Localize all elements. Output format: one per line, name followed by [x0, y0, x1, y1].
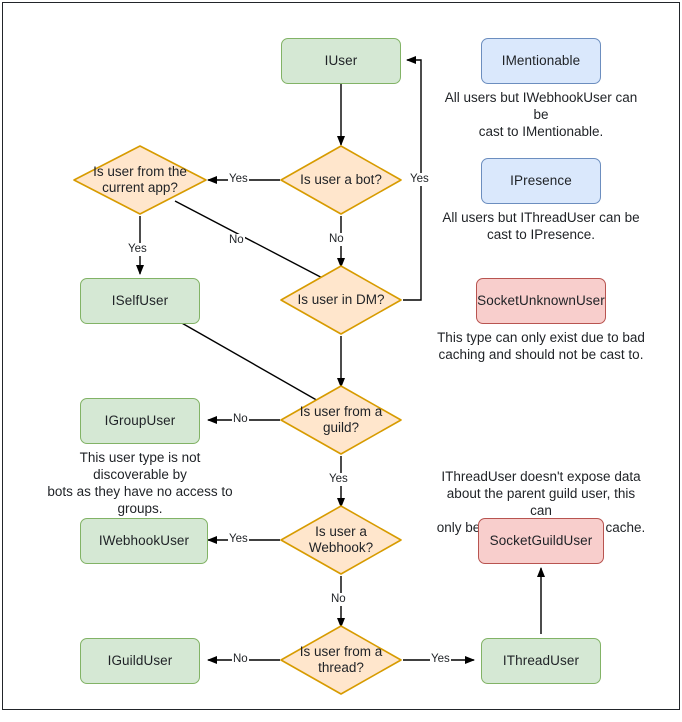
node-is-user-from-thread-label: Is user from a thread? [299, 644, 383, 675]
node-is-user-from-guild[interactable]: Is user from a guild? [279, 384, 403, 456]
node-iuser[interactable]: IUser [281, 38, 401, 84]
edge-label-bot-yes: Yes [228, 173, 249, 186]
note-ipresence: All users but IThreadUser can be cast to… [442, 210, 640, 242]
node-imentionable-label: IMentionable [501, 53, 581, 68]
diamond-shape [280, 145, 402, 215]
edge-label-webhook-no: No [330, 593, 347, 606]
node-ipresence[interactable]: IPresence [481, 158, 601, 204]
edge-label-guild-yes: Yes [328, 473, 349, 486]
edge-label-currentapp-yes: Yes [127, 243, 148, 256]
node-ithreaduser[interactable]: IThreadUser [481, 638, 601, 684]
node-iselfuser-label: ISelfUser [111, 293, 169, 308]
note-imentionable: All users but IWebhookUser can be cast t… [444, 90, 638, 139]
node-socketunknownuser[interactable]: SocketUnknownUser [476, 278, 606, 324]
node-iselfuser[interactable]: ISelfUser [80, 278, 200, 324]
note-socketunknownuser: This type can only exist due to bad cach… [437, 330, 645, 362]
diamond-shape [73, 145, 207, 215]
node-socketunknownuser-label: SocketUnknownUser [477, 293, 605, 308]
edge-label-dm-yes: Yes [409, 173, 430, 186]
edge-label-thread-yes: Yes [430, 653, 451, 666]
diamond-shape [280, 625, 402, 695]
edge-label-webhook-yes: Yes [228, 533, 249, 546]
edge-label-currentapp-no: No [228, 234, 245, 247]
node-is-user-from-current-app[interactable]: Is user from the current app? [72, 144, 208, 216]
node-imentionable[interactable]: IMentionable [481, 38, 601, 84]
node-iguilduser[interactable]: IGuildUser [80, 638, 200, 684]
edge-label-bot-no: No [328, 233, 345, 246]
node-iwebhookuser-label: IWebhookUser [98, 533, 190, 548]
diamond-shape [280, 505, 402, 575]
diamond-shape [280, 385, 402, 455]
node-is-user-from-guild-label: Is user from a guild? [299, 404, 383, 435]
node-is-user-a-webhook[interactable]: Is user a Webhook? [279, 504, 403, 576]
diamond-shape [280, 265, 402, 335]
node-iuser-label: IUser [324, 53, 358, 68]
edge-label-thread-no: No [232, 653, 249, 666]
node-ithreaduser-label: IThreadUser [502, 653, 580, 668]
page-border [2, 2, 680, 710]
node-is-user-a-bot-label: Is user a bot? [300, 172, 382, 187]
node-ipresence-label: IPresence [510, 173, 572, 188]
node-is-user-from-thread[interactable]: Is user from a thread? [279, 624, 403, 696]
node-is-user-a-bot[interactable]: Is user a bot? [279, 144, 403, 216]
node-iguilduser-label: IGuildUser [107, 653, 173, 668]
node-is-user-in-dm[interactable]: Is user in DM? [279, 264, 403, 336]
node-is-user-in-dm-label: Is user in DM? [297, 292, 385, 307]
node-iwebhookuser[interactable]: IWebhookUser [80, 518, 208, 564]
node-is-user-from-current-app-label: Is user from the current app? [93, 164, 187, 195]
node-socketguilduser-label: SocketGuildUser [489, 533, 593, 548]
node-igroupuser-label: IGroupUser [104, 413, 176, 428]
node-igroupuser[interactable]: IGroupUser [80, 398, 200, 444]
node-socketguilduser[interactable]: SocketGuildUser [478, 518, 604, 564]
edge-label-guild-no: No [232, 413, 249, 426]
node-is-user-a-webhook-label: Is user a Webhook? [308, 524, 374, 555]
note-igroupuser: This user type is not discoverable by bo… [47, 450, 233, 516]
